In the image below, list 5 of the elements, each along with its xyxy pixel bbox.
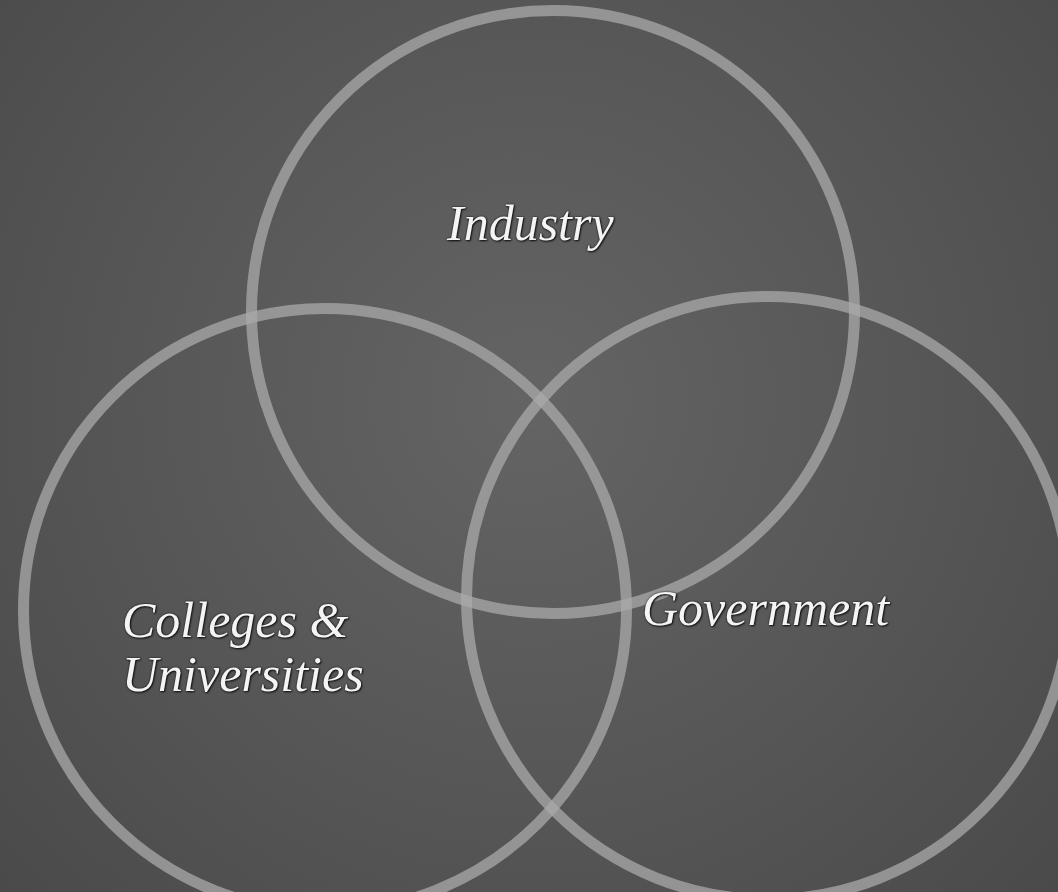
circle-label: Colleges & Universities — [122, 593, 365, 701]
circle-label: Government — [642, 581, 891, 635]
circle-label: Industry — [447, 196, 615, 250]
venn-circle — [461, 291, 1058, 892]
venn-circle — [18, 303, 632, 892]
